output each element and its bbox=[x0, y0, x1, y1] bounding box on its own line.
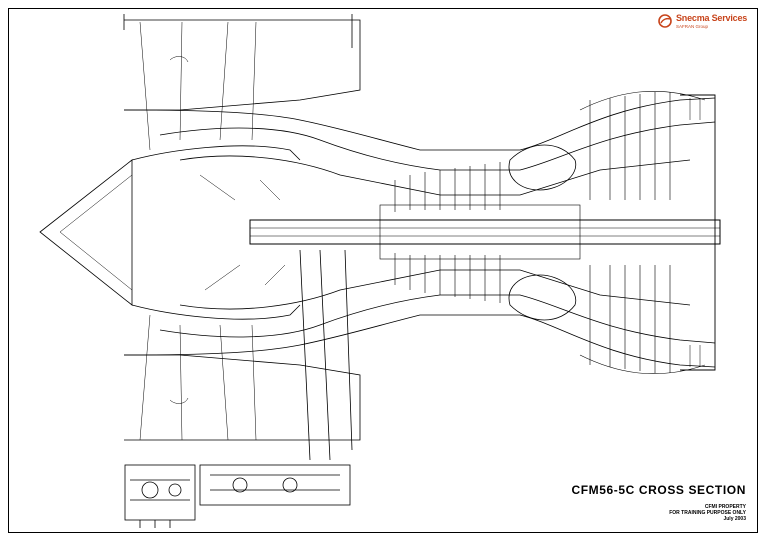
bypass-duct-upper bbox=[123, 97, 716, 151]
high-pressure-spool bbox=[379, 204, 581, 260]
logo-name: Snecma Services bbox=[676, 13, 748, 23]
title-block: CFM56-5C CROSS SECTION CFMI PROPERTY FOR… bbox=[571, 483, 746, 522]
property-line: CFMI PROPERTY bbox=[704, 504, 746, 510]
low-pressure-shaft bbox=[249, 219, 721, 245]
hp-compressor-stages-lower bbox=[394, 253, 501, 303]
turbine-rear-frame bbox=[680, 94, 716, 371]
purpose-line: FOR TRAINING PURPOSE ONLY bbox=[669, 510, 746, 516]
snecma-logo-icon bbox=[658, 14, 672, 28]
hp-compressor-stages-upper bbox=[394, 162, 501, 212]
date-line: July 2003 bbox=[723, 516, 746, 522]
spinner-cone bbox=[39, 159, 133, 306]
combustor-lower bbox=[508, 274, 577, 321]
combustor-upper bbox=[508, 144, 577, 191]
fan-blade-upper bbox=[131, 145, 301, 161]
drawing-sheet bbox=[8, 8, 758, 533]
drawing-title: CFM56-5C CROSS SECTION bbox=[571, 483, 746, 497]
lp-turbine-stages-upper bbox=[579, 91, 706, 200]
accessory-gearbox bbox=[124, 249, 353, 528]
logo-tagline: SAFRAN Group bbox=[676, 24, 709, 29]
bypass-duct-lower bbox=[123, 314, 716, 368]
snecma-logo: Snecma Services SAFRAN Group bbox=[658, 14, 747, 30]
fan-case-upper bbox=[124, 19, 361, 111]
fan-case-lower bbox=[124, 354, 361, 441]
fan-blade-lower bbox=[131, 304, 301, 320]
lp-turbine-stages-lower bbox=[579, 265, 706, 374]
